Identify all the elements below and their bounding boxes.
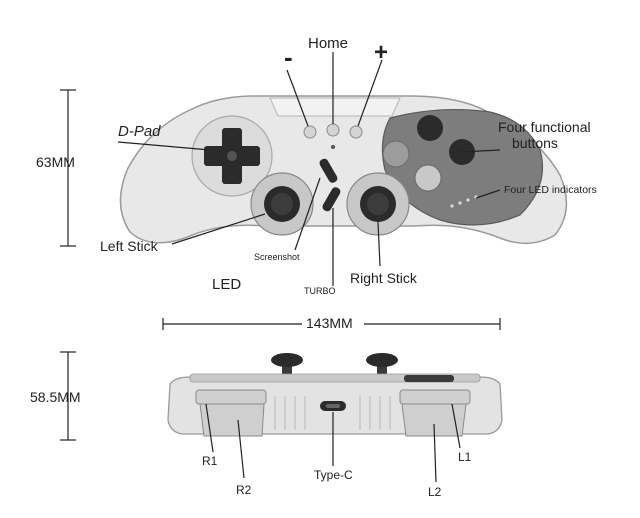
leader-lines-top bbox=[117, 52, 501, 286]
screenshot-label: Screenshot bbox=[254, 252, 300, 262]
height-dimension-top bbox=[60, 89, 76, 247]
four-functional-buttons-label: Four functional buttons bbox=[498, 119, 595, 151]
top-view: - Home + D-Pad Four functional buttons F… bbox=[36, 35, 597, 331]
minus-button[interactable] bbox=[303, 125, 317, 139]
face-button-b[interactable] bbox=[414, 164, 442, 192]
dpad[interactable] bbox=[204, 128, 260, 184]
left-stick-label: Left Stick bbox=[100, 238, 159, 254]
right-stick[interactable] bbox=[346, 172, 410, 236]
left-stick[interactable] bbox=[250, 172, 314, 236]
side-left-stick bbox=[271, 353, 303, 382]
minus-label: - bbox=[284, 42, 293, 72]
r2-button[interactable] bbox=[199, 403, 265, 437]
led-light bbox=[331, 145, 335, 149]
height-dimension-side bbox=[60, 351, 76, 441]
dpad-label: D-Pad bbox=[118, 123, 161, 140]
right-stick-label: Right Stick bbox=[350, 270, 418, 286]
side-view: R1 R2 Type-C L1 L2 58.5MM bbox=[30, 351, 503, 499]
turbo-button[interactable] bbox=[321, 186, 342, 213]
height-label-side: 58.5MM bbox=[30, 389, 81, 405]
plus-label: + bbox=[374, 39, 388, 66]
type-c-label: Type-C bbox=[314, 468, 353, 482]
l1-button[interactable] bbox=[399, 389, 471, 405]
width-label-top: 143MM bbox=[306, 315, 353, 331]
l1-label: L1 bbox=[458, 450, 472, 464]
screenshot-button[interactable] bbox=[318, 157, 339, 184]
face-button-x[interactable] bbox=[417, 115, 443, 141]
r1-label: R1 bbox=[202, 454, 218, 468]
r2-label: R2 bbox=[236, 483, 252, 497]
side-grille bbox=[274, 396, 391, 430]
home-label: Home bbox=[308, 35, 348, 52]
home-button[interactable] bbox=[326, 123, 340, 137]
leader-lines-side bbox=[205, 403, 461, 483]
width-dimension-top bbox=[162, 318, 501, 330]
side-right-stick bbox=[366, 353, 398, 382]
turbo-label: TURBO bbox=[304, 286, 336, 296]
l2-label: L2 bbox=[428, 485, 442, 499]
r1-button[interactable] bbox=[195, 389, 267, 405]
type-c-port bbox=[320, 401, 346, 411]
four-led-indicators-label: Four LED indicators bbox=[504, 184, 597, 196]
plus-button[interactable] bbox=[349, 125, 363, 139]
l2-button[interactable] bbox=[401, 403, 467, 437]
height-label-top: 63MM bbox=[36, 154, 75, 170]
face-button-y[interactable] bbox=[382, 140, 410, 168]
led-label: LED bbox=[212, 276, 241, 293]
top-ridge bbox=[269, 97, 401, 117]
